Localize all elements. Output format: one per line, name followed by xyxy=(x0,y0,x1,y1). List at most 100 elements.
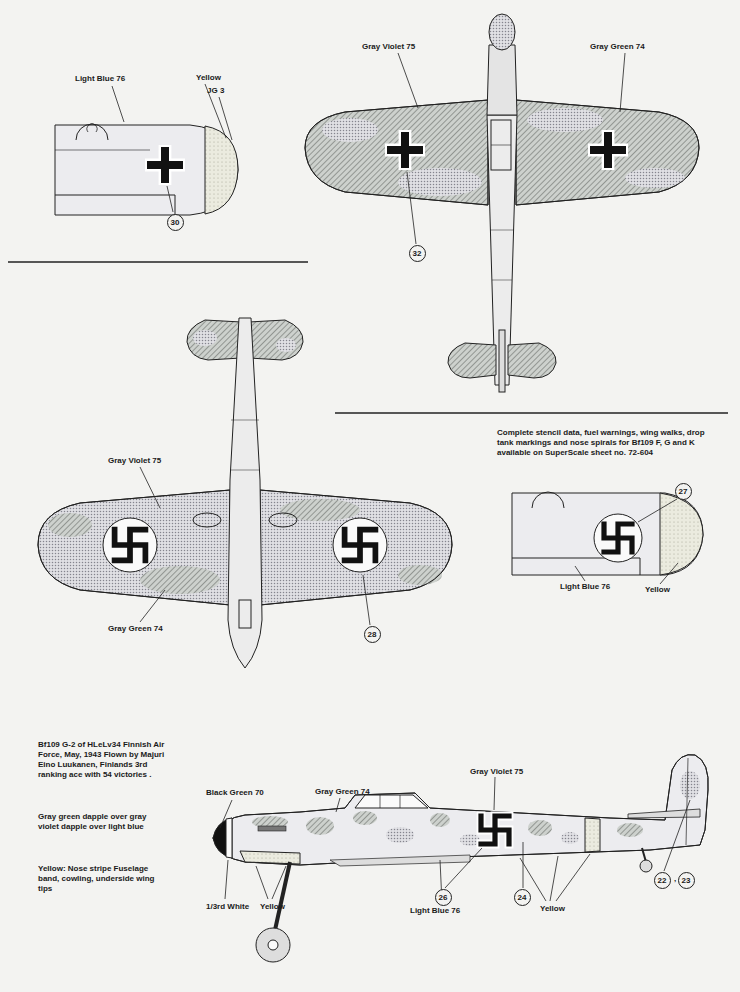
upper-planform-part xyxy=(490,230,514,231)
side-profile-part xyxy=(268,940,278,950)
finnish-planform xyxy=(38,318,452,668)
side-profile-part xyxy=(617,823,643,837)
wing-detail-top-left-part xyxy=(87,124,97,132)
side-profile xyxy=(213,755,708,962)
upper-planform-part xyxy=(590,132,626,168)
callout-circle: 32 xyxy=(409,245,426,262)
upper-planform-part xyxy=(487,45,517,115)
side-profile-part xyxy=(256,866,268,899)
finnish-planform-part xyxy=(231,420,259,421)
wing-detail-top-left-part xyxy=(167,186,173,212)
finnish-planform-part xyxy=(140,566,220,594)
color-label: Black Green 70 xyxy=(206,788,264,798)
wing-detail-right-part xyxy=(660,563,678,584)
upper-planform-part xyxy=(499,330,505,392)
side-profile-part xyxy=(240,851,300,864)
side-profile-part xyxy=(275,862,290,930)
side-profile-part xyxy=(256,928,290,962)
side-profile-part xyxy=(220,800,232,828)
side-profile-part xyxy=(213,755,708,865)
wing-detail-top-left-part xyxy=(55,125,238,215)
color-label: Yellow xyxy=(540,904,565,914)
color-label: Gray Green 74 xyxy=(108,624,163,634)
callout-circle: 26 xyxy=(435,889,452,906)
upper-planform-part xyxy=(398,53,418,108)
wing-detail-right-part xyxy=(532,492,564,508)
callout-circle: 24 xyxy=(514,889,531,906)
side-profile-part xyxy=(664,800,690,871)
side-profile-part xyxy=(528,820,552,836)
upper-planform-part xyxy=(398,168,482,196)
callout-circle: 28 xyxy=(364,626,381,643)
upper-planform-part xyxy=(508,343,556,378)
finnish-planform-part xyxy=(276,338,296,352)
side-profile-part xyxy=(336,798,340,812)
color-label: Light Blue 76 xyxy=(410,906,460,916)
upper-planform-part xyxy=(620,53,625,112)
upper-planform-part xyxy=(527,108,603,132)
side-profile-part xyxy=(330,855,470,866)
callout-number: 30 xyxy=(171,218,180,227)
callout-number: 28 xyxy=(368,630,377,639)
upper-planform xyxy=(305,14,699,392)
scheme-note: Yellow: Nose stripe Fuselage band, cowli… xyxy=(38,864,160,894)
unit-code-label: JG 3 xyxy=(207,86,224,96)
finnish-planform-part xyxy=(140,590,165,622)
side-profile-part xyxy=(628,809,700,818)
upper-planform-part xyxy=(489,14,515,50)
finnish-planform-part xyxy=(48,513,92,537)
side-profile-part xyxy=(306,817,334,835)
aircraft-caption: Bf109 G-2 of HLeLv34 Finnish Air Force, … xyxy=(38,740,178,780)
callout-circle: 23 xyxy=(678,872,695,889)
finnish-planform-part xyxy=(38,490,230,605)
color-label: Yellow xyxy=(196,73,221,83)
wing-detail-right xyxy=(512,492,703,584)
upper-planform-part xyxy=(305,100,488,205)
side-profile-part xyxy=(353,811,377,825)
side-profile-part xyxy=(523,842,524,888)
color-label: 1/3rd White xyxy=(206,902,249,912)
callout-number: 23 xyxy=(682,876,691,885)
upper-planform-part xyxy=(516,100,699,205)
side-profile-part xyxy=(213,818,232,858)
color-label: Gray Violet 75 xyxy=(108,456,161,466)
callout-circle: 22 xyxy=(654,872,671,889)
side-profile-part xyxy=(225,860,228,899)
callout-number: 32 xyxy=(413,249,422,258)
finnish-planform-part xyxy=(38,490,230,605)
side-profile-part xyxy=(680,771,700,799)
finnish-planform-part xyxy=(345,530,376,561)
upper-planform-part xyxy=(322,118,378,142)
upper-planform-part xyxy=(387,132,423,168)
side-profile-part xyxy=(481,816,509,844)
wing-detail-top-left-part xyxy=(55,150,150,151)
color-label: Light Blue 76 xyxy=(560,582,610,592)
wing-detail-right-part xyxy=(638,499,677,522)
side-profile-part xyxy=(355,795,428,808)
color-label: Gray Green 74 xyxy=(590,42,645,52)
side-profile-part xyxy=(561,832,579,844)
wing-detail-top-left-part xyxy=(55,195,175,215)
side-profile-part xyxy=(640,860,652,872)
finnish-planform-part xyxy=(230,470,260,471)
upper-planform-part xyxy=(492,280,512,281)
finnish-planform-part xyxy=(249,320,303,360)
upper-planform-part xyxy=(448,343,496,378)
color-label: Yellow xyxy=(260,902,285,912)
finnish-planform-part xyxy=(260,490,452,605)
finnish-planform-part xyxy=(398,565,442,585)
wing-detail-top-left-part xyxy=(147,147,183,183)
wing-detail-top-left-part xyxy=(76,124,108,140)
side-profile-part xyxy=(213,755,708,865)
upper-planform-part xyxy=(491,120,511,170)
callout-number: 26 xyxy=(439,893,448,902)
side-profile-part xyxy=(550,856,558,901)
wing-detail-right-part xyxy=(512,493,703,575)
note-text: Complete stencil data, fuel warnings, wi… xyxy=(497,428,707,458)
callout-number: 27 xyxy=(679,487,688,496)
finnish-planform-part xyxy=(228,318,262,668)
color-label: Gray Violet 75 xyxy=(362,42,415,52)
side-profile-part xyxy=(445,848,482,888)
